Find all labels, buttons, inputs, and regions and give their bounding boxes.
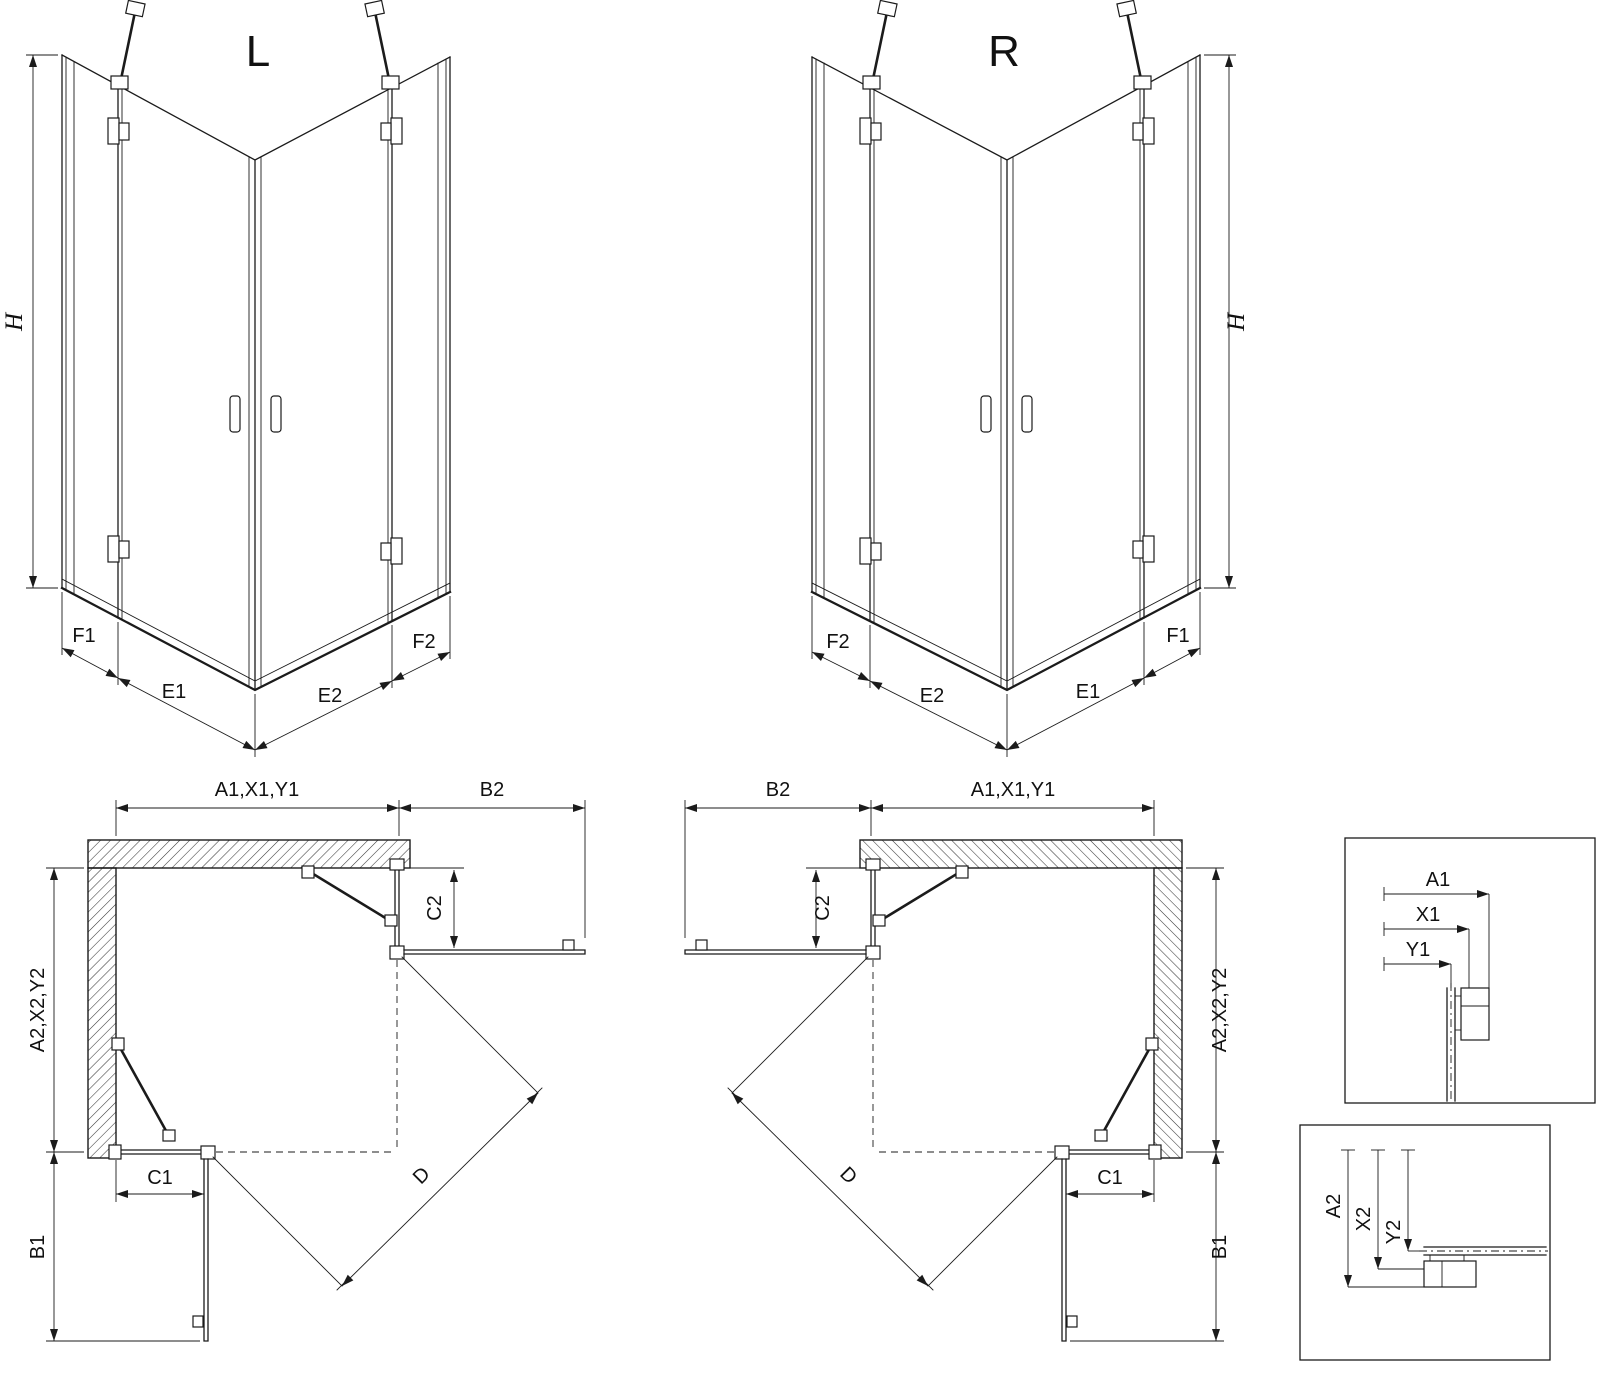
label-depth-side-right: A2,X2,Y2 — [1209, 968, 1231, 1053]
fixed-glass-panels — [108, 858, 405, 1160]
label-height-right: H — [1223, 311, 1250, 332]
label-depth-side-left: A2,X2,Y2 — [27, 968, 49, 1053]
label-x2-detail: X2 — [1353, 1207, 1375, 1231]
label-b2-left: B2 — [480, 779, 504, 801]
label-b1-left: B1 — [27, 1235, 49, 1259]
doors-closed-position — [216, 960, 398, 1153]
width-dimension-lines — [61, 592, 451, 757]
label-c2-left: C2 — [424, 895, 446, 921]
detail-view-depth-profile: A2 X2 Y2 — [1299, 1124, 1551, 1361]
label-f2-left: F2 — [412, 631, 435, 653]
label-x1-detail: X1 — [1416, 904, 1440, 926]
label-e1-right: E1 — [1076, 681, 1100, 703]
label-e1-left: E1 — [162, 681, 186, 703]
walls-hatched — [87, 839, 411, 1159]
label-c1-left: C1 — [147, 1167, 173, 1189]
glass-panel-edges — [65, 56, 447, 688]
stabilizer-braces — [110, 0, 400, 90]
perspective-view-left — [26, 0, 452, 757]
plan-dimension-lines — [46, 800, 586, 1342]
label-f2-right: F2 — [826, 631, 849, 653]
label-b1-right: B1 — [1209, 1235, 1231, 1259]
label-width-top-left: A1,X1,Y1 — [215, 779, 300, 801]
door-hinge-icon — [107, 117, 403, 565]
label-y2-detail: Y2 — [1383, 1220, 1405, 1244]
perspective-right-labels: R H F2 E2 E1 F1 — [826, 27, 1250, 707]
variant-title-right: R — [988, 27, 1020, 76]
label-width-top-right: A1,X1,Y1 — [971, 779, 1056, 801]
label-d-left: D — [409, 1163, 435, 1189]
label-b2-right: B2 — [766, 779, 790, 801]
door-handle-icon — [229, 395, 282, 433]
plan-view-right — [685, 800, 1224, 1341]
plan-left-labels: A1,X1,Y1 B2 C2 A2,X2,Y2 B1 C1 D — [27, 779, 504, 1259]
variant-title-left: L — [246, 27, 270, 76]
stabilizer-braces-plan — [111, 865, 398, 1142]
label-a2-detail: A2 — [1323, 1194, 1345, 1218]
label-d-right: D — [835, 1163, 861, 1189]
plan-view-left — [46, 800, 586, 1342]
label-e2-left: E2 — [318, 685, 342, 707]
label-f1-left: F1 — [72, 625, 95, 647]
height-dimension-lines — [26, 54, 58, 589]
label-y1-detail: Y1 — [1406, 939, 1430, 961]
label-f1-right: F1 — [1166, 625, 1189, 647]
doors-open-90 — [192, 939, 586, 1342]
label-c2-right: C2 — [812, 895, 834, 921]
wall-profile-section-vertical — [1446, 983, 1490, 1103]
label-a1-detail: A1 — [1426, 869, 1450, 891]
perspective-left-labels: L H F1 E1 E2 F2 — [1, 27, 436, 707]
wall-profile-section-horizontal — [1419, 1246, 1548, 1288]
doors-half-open-45 — [212, 956, 543, 1291]
detail-view-width-profile: A1 X1 Y1 — [1344, 837, 1596, 1104]
label-height-left: H — [1, 311, 28, 332]
label-e2-right: E2 — [920, 685, 944, 707]
label-c1-right: C1 — [1097, 1167, 1123, 1189]
